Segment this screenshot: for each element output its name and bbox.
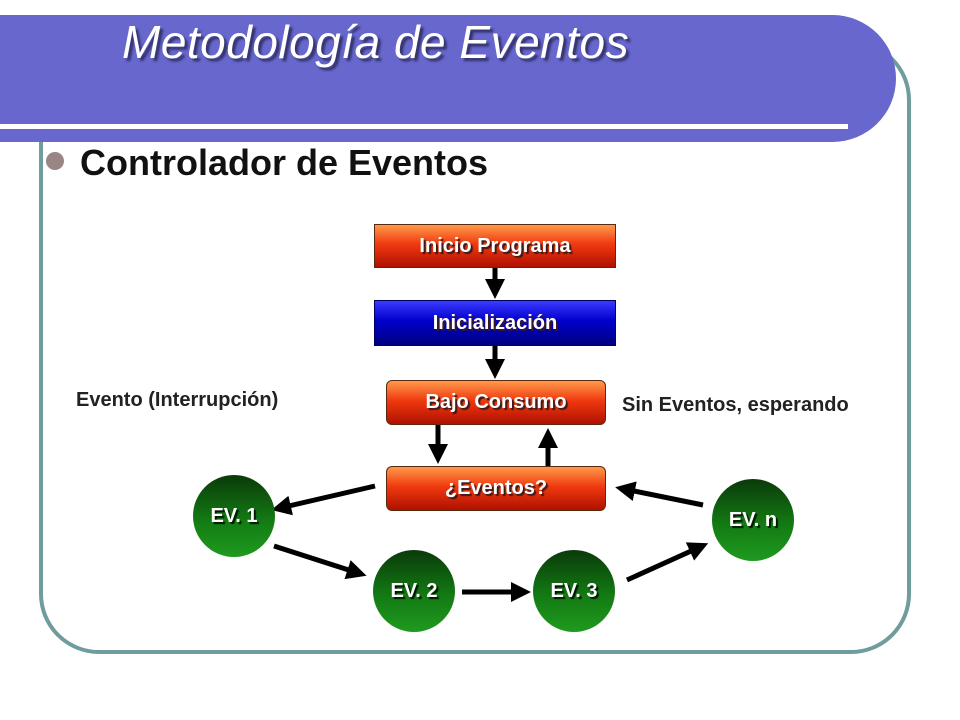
event-circle-2: EV. 2 [373, 550, 455, 632]
box-start-program: Inicio Programa [374, 224, 616, 268]
bullet-dot-icon [46, 152, 64, 170]
box-initialization: Inicialización [374, 300, 616, 346]
box-events-check: ¿Eventos? [386, 466, 606, 511]
slide-title: Metodología de Eventos [122, 16, 630, 68]
event-circle-1: EV. 1 [193, 475, 275, 557]
arrow-evn-to-events [615, 481, 704, 508]
title-underline [0, 124, 848, 129]
event-circle-n: EV. n [712, 479, 794, 561]
title-banner [0, 15, 896, 142]
arrow-events-to-ev1 [271, 483, 376, 516]
box-low-power: Bajo Consumo [386, 380, 606, 425]
arrow-ev3-to-evn [625, 542, 709, 583]
label-no-events: Sin Eventos, esperando [622, 394, 849, 416]
label-event-interrupt: Evento (Interrupción) [76, 389, 279, 411]
event-circle-3: EV. 3 [533, 550, 615, 632]
arrow-ev1-to-ev2 [273, 543, 367, 580]
bullet-heading: Controlador de Eventos [80, 142, 489, 183]
